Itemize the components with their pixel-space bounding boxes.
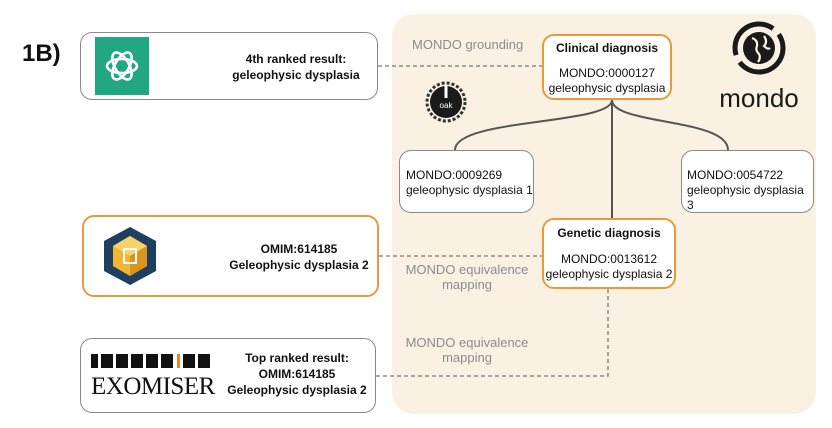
- exomiser-logo-text: EXOMISER: [91, 373, 215, 400]
- omim-result-text: OMIM:614185 Geleophysic dysplasia 2: [229, 242, 369, 272]
- genetic-diagnosis-id: MONDO:0013612: [560, 252, 658, 266]
- child1-name: geleophysic dysplasia 1: [406, 183, 533, 197]
- figure-label: 1B): [22, 40, 61, 67]
- chatgpt-result-text: 4th ranked result: geleophysic dysplasia: [232, 52, 360, 82]
- child3-id: MONDO:0054722: [687, 168, 784, 182]
- oak-gear-icon: oak: [424, 80, 468, 129]
- mondo-child-node-1: MONDO:0009269 geleophysic dysplasia 1: [399, 150, 534, 213]
- chatgpt-result-box: 4th ranked result: geleophysic dysplasia: [80, 32, 378, 100]
- phenopacket-hexagon-icon: [102, 225, 158, 292]
- mondo-grounding-label: MONDO grounding: [412, 37, 524, 52]
- clinical-diagnosis-title: Clinical diagnosis: [555, 41, 659, 55]
- omim-result-box: OMIM:614185 Geleophysic dysplasia 2: [82, 215, 379, 297]
- mondo-wordmark: mondo: [719, 83, 799, 113]
- oak-label: oak: [440, 101, 454, 110]
- mondo-globe-icon: [732, 21, 786, 75]
- mondo-logo: mondo: [714, 20, 804, 111]
- clinical-diagnosis-name: geleophysic dysplasia: [548, 81, 666, 95]
- exomiser-barcode-icon: [91, 354, 210, 368]
- clinical-diagnosis-node: Clinical diagnosis MONDO:0000127 geleoph…: [542, 34, 672, 100]
- genetic-diagnosis-title: Genetic diagnosis: [557, 226, 661, 240]
- child1-id: MONDO:0009269: [406, 168, 503, 182]
- child3-name: geleophysic dysplasia 3: [687, 183, 804, 212]
- openai-logo-icon: [95, 37, 149, 95]
- dashed-line-exomiser: [376, 289, 609, 377]
- mondo-child-node-3: MONDO:0054722 geleophysic dysplasia 3: [681, 150, 814, 213]
- exomiser-logo: EXOMISER: [91, 354, 215, 400]
- tree-edge-child3: [611, 99, 729, 151]
- genetic-diagnosis-name: geleophysic dysplasia 2: [545, 267, 673, 281]
- tree-edge-child1: [454, 99, 613, 151]
- exomiser-result-text: Top ranked result: OMIM:614185 Geleophys…: [227, 351, 367, 397]
- exomiser-result-box: EXOMISER Top ranked result: OMIM:614185 …: [80, 338, 376, 413]
- genetic-diagnosis-node: Genetic diagnosis MONDO:0013612 geleophy…: [542, 218, 676, 289]
- clinical-diagnosis-id: MONDO:0000127: [558, 66, 656, 80]
